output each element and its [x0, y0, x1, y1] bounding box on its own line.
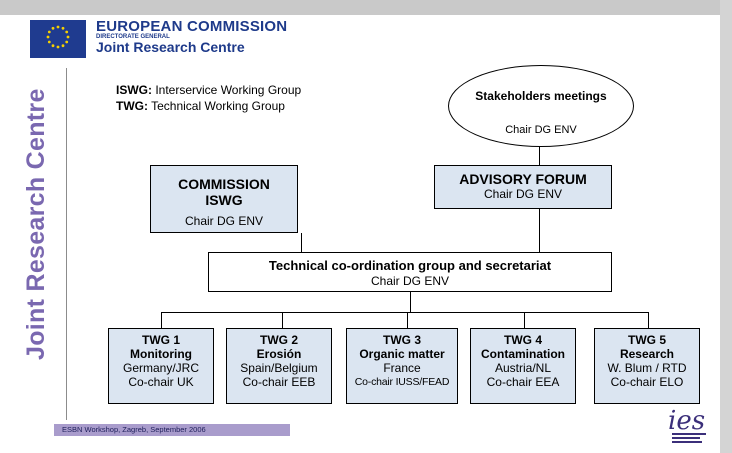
legend-iswg-abbr: ISWG:: [116, 83, 152, 97]
twg-lead: France: [383, 361, 421, 375]
legend-twg-text: Technical Working Group: [148, 99, 285, 113]
twg-cochair: Co-chair ELO: [610, 375, 684, 389]
right-bar: [720, 0, 732, 453]
twg-box-5: TWG 5 Research W. Blum / RTD Co-chair EL…: [594, 328, 700, 404]
twg-topic: Organic matter: [359, 347, 445, 361]
tech-coordination-box: Technical co-ordination group and secret…: [208, 252, 612, 292]
side-title: Joint Research Centre: [22, 88, 50, 360]
twg-topic: Research: [619, 347, 675, 361]
twg-id: TWG 2: [260, 333, 298, 347]
connector-advisory-tcg: [539, 209, 540, 252]
twg-lead: Austria/NL: [494, 361, 552, 375]
top-bar: [0, 0, 732, 15]
twg-topic: Contamination: [481, 347, 565, 361]
twg-cochair: Co-chair EEA: [486, 375, 560, 389]
header-directorate: DIRECTORATE GENERAL: [96, 34, 170, 40]
commission-line1: COMMISSION: [178, 176, 270, 192]
ies-logo-text: ies: [668, 406, 705, 436]
commission-iswg-box: COMMISSION ISWG Chair DG ENV: [150, 165, 298, 233]
twg-lead: Germany/JRC: [122, 361, 199, 375]
connector-twg-bus: [161, 312, 649, 313]
header-org: EUROPEAN COMMISSION: [96, 18, 288, 35]
connector-twg1: [161, 312, 162, 328]
twg-topic: Monitoring: [130, 347, 192, 361]
connector-twg4: [524, 312, 525, 328]
header-centre: Joint Research Centre: [96, 39, 245, 55]
footer-text: ESBN Workshop, Zagreb, September 2006: [62, 425, 206, 434]
ies-logo-icon: ies: [662, 403, 722, 447]
legend-iswg: ISWG: Interservice Working Group: [116, 82, 301, 98]
connector-commission-tcg: [301, 233, 302, 252]
commission-chair: Chair DG ENV: [184, 214, 264, 228]
eu-flag-icon: [30, 20, 86, 58]
twg-cochair: Co-chair EEB: [242, 375, 316, 389]
advisory-forum-box: ADVISORY FORUM Chair DG ENV: [434, 165, 612, 209]
connector-twg5: [648, 312, 649, 328]
commission-line2: ISWG: [205, 192, 243, 208]
twg-box-1: TWG 1 Monitoring Germany/JRC Co-chair UK: [108, 328, 214, 404]
connector-twg2: [282, 312, 283, 328]
advisory-title: ADVISORY FORUM: [459, 171, 587, 187]
twg-id: TWG 5: [628, 333, 666, 347]
twg-id: TWG 3: [383, 333, 421, 347]
tcg-title: Technical co-ordination group and secret…: [268, 258, 552, 273]
connector-twg3: [407, 312, 408, 328]
twg-topic: Erosión: [256, 347, 302, 361]
twg-cochair: Co-chair IUSS/FEAD: [354, 376, 450, 388]
advisory-chair: Chair DG ENV: [483, 187, 563, 201]
stakeholders-chair: Chair DG ENV: [505, 124, 577, 136]
legend-twg: TWG: Technical Working Group: [116, 98, 301, 114]
twg-lead: Spain/Belgium: [240, 361, 318, 375]
twg-box-2: TWG 2 Erosión Spain/Belgium Co-chair EEB: [226, 328, 332, 404]
twg-id: TWG 4: [504, 333, 542, 347]
twg-lead: W. Blum / RTD: [607, 361, 687, 375]
twg-id: TWG 1: [142, 333, 180, 347]
twg-cochair: Co-chair UK: [128, 375, 194, 389]
legend-twg-abbr: TWG:: [116, 99, 148, 113]
footer-bar: [54, 424, 290, 436]
tcg-chair: Chair DG ENV: [370, 274, 450, 288]
twg-box-3: TWG 3 Organic matter France Co-chair IUS…: [346, 328, 458, 404]
header: EUROPEAN COMMISSION DIRECTORATE GENERAL …: [96, 18, 287, 55]
side-divider: [66, 68, 67, 420]
connector-tcg-down: [410, 292, 411, 312]
legend: ISWG: Interservice Working Group TWG: Te…: [116, 82, 301, 114]
connector-ellipse-advisory: [539, 147, 540, 165]
stakeholders-ellipse: [448, 65, 634, 147]
twg-box-4: TWG 4 Contamination Austria/NL Co-chair …: [470, 328, 576, 404]
stakeholders-title: Stakeholders meetings: [475, 89, 607, 103]
legend-iswg-text: Interservice Working Group: [152, 83, 302, 97]
